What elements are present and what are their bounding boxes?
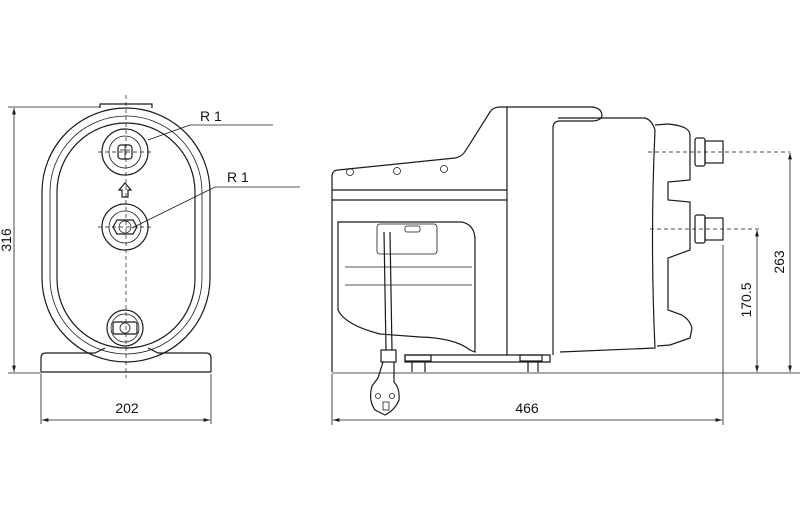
height-dimension-label: 316 [0, 228, 14, 252]
width-dimension-label: 202 [115, 400, 139, 416]
drain-plug [106, 309, 144, 347]
leader-line-outlet [147, 124, 191, 141]
foot-left [404, 354, 432, 362]
power-cable-plug [369, 231, 400, 416]
pump-end-cover [654, 123, 693, 347]
flow-arrow-icon [117, 182, 133, 198]
motor-hood-outline [331, 106, 603, 355]
outlet-height-dimension-label: 263 [771, 250, 787, 274]
front-view: R 1 R 1 316 202 [0, 95, 300, 424]
side-view: 466 263 170.5 [331, 106, 800, 425]
outlet-connection [648, 137, 790, 167]
length-dimension-label: 466 [515, 400, 539, 416]
inlet-thread-label: R 1 [227, 169, 249, 185]
pump-head-outline [558, 117, 656, 353]
inlet-fitting [98, 203, 152, 251]
outlet-thread-label: R 1 [200, 108, 222, 124]
inlet-connection [650, 214, 760, 244]
terminal-box [376, 223, 438, 255]
motor-block [337, 221, 476, 353]
leader-line-inlet [131, 186, 216, 229]
foot-right [519, 354, 543, 362]
outlet-fitting [98, 128, 152, 176]
inlet-height-dimension-label: 170.5 [738, 282, 754, 317]
